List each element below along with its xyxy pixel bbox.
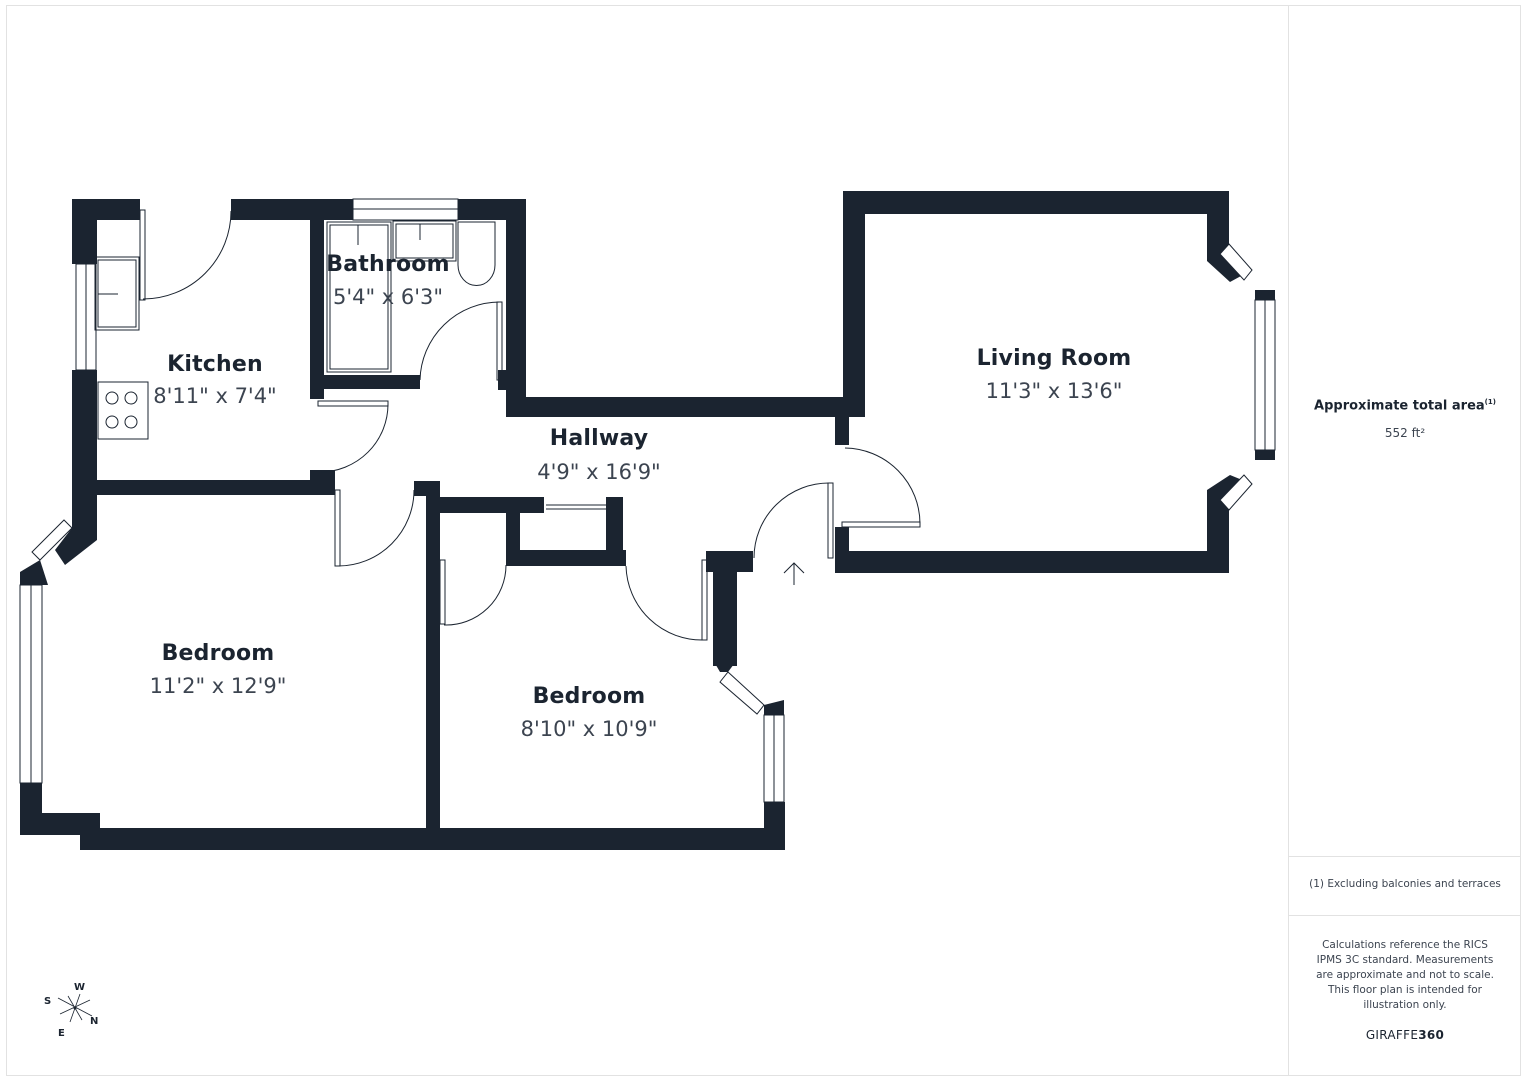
- room-dim-hallway: 4'9" x 16'9": [537, 460, 661, 484]
- footnote-mark: (1): [1484, 398, 1496, 406]
- room-dim-bedroom-1: 11'2" x 12'9": [149, 674, 287, 698]
- walls: [20, 191, 1275, 850]
- footnote: (1) Excluding balconies and terraces: [1309, 878, 1501, 890]
- room-name-hallway: Hallway: [549, 426, 649, 451]
- compass-e: E: [58, 1028, 65, 1039]
- brand-bold: 360: [1418, 1028, 1445, 1042]
- room-name-bedroom-2: Bedroom: [532, 684, 646, 709]
- disclaimer: Calculations reference the RICS IPMS 3C …: [1316, 939, 1494, 1011]
- room-dim-bedroom-2: 8'10" x 10'9": [520, 717, 658, 741]
- sidebar-divider-2: [1289, 915, 1521, 916]
- room-dim-kitchen: 8'11" x 7'4": [153, 384, 277, 408]
- room-dim-bathroom: 5'4" x 6'3": [332, 285, 444, 309]
- room-name-bathroom: Bathroom: [326, 252, 450, 277]
- compass-icon: W S N E: [40, 982, 110, 1042]
- sidebar-divider-1: [1289, 856, 1521, 857]
- sidebar-divider: [1288, 5, 1289, 1076]
- area-title: Approximate total area(1): [1289, 398, 1521, 413]
- room-name-living-room: Living Room: [976, 346, 1132, 371]
- room-name-kitchen: Kitchen: [167, 352, 263, 377]
- compass-w: W: [74, 982, 86, 993]
- area-title-text: Approximate total area: [1314, 398, 1485, 414]
- page-frame: [6, 5, 1521, 1076]
- floor-plan: [19, 191, 1276, 850]
- room-name-bedroom-1: Bedroom: [161, 641, 275, 666]
- room-dim-living-room: 11'3" x 13'6": [985, 379, 1123, 403]
- brand-logo: GIRAFFE360: [1289, 1028, 1521, 1042]
- compass-s: S: [44, 996, 52, 1007]
- doors-fixtures: [94, 209, 921, 641]
- area-value: 552 ft²: [1384, 426, 1426, 440]
- brand-light: GIRAFFE: [1365, 1028, 1419, 1042]
- windows: [19, 198, 1276, 803]
- compass-n: N: [90, 1016, 99, 1027]
